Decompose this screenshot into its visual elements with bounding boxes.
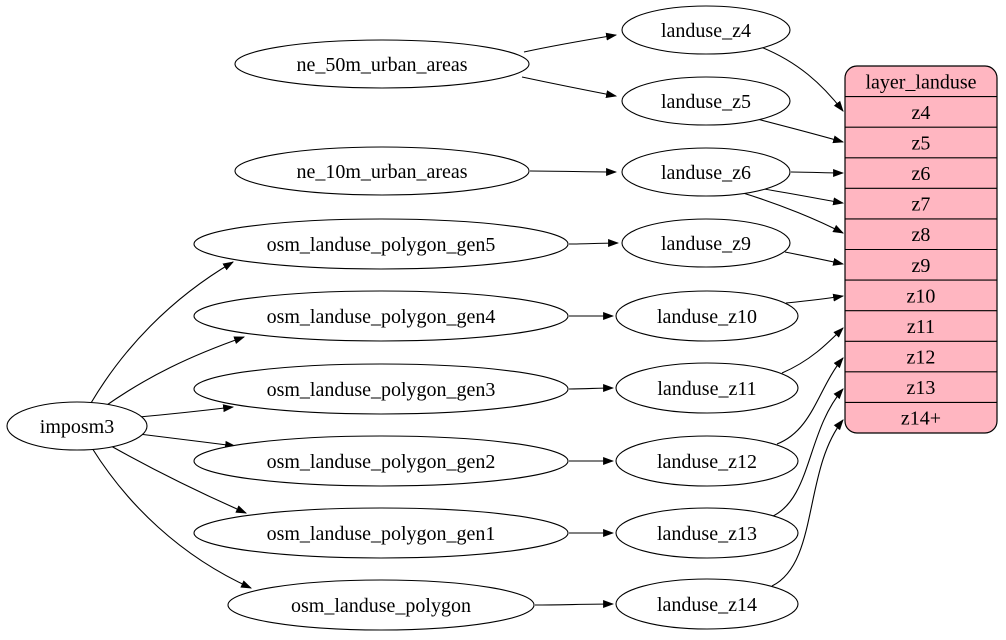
node-osm_landuse_polygon: osm_landuse_polygon — [227, 579, 535, 631]
node-landuse_z14-label: landuse_z14 — [657, 594, 757, 616]
node-landuse_z9-shape — [621, 218, 791, 268]
edge-imposm3-osm_landuse_polygon — [91, 447, 253, 589]
node-landuse_z9: landuse_z9 — [621, 218, 791, 268]
node-landuse_z4-shape — [621, 5, 791, 55]
node-landuse_z4: landuse_z4 — [621, 5, 791, 55]
table-layer_landuse: layer_landuse z4 z5 z6 z7 z8 z9 z10 z11 … — [844, 65, 998, 434]
edges-layer — [90, 32, 845, 608]
edge-landuse_z10-row_z10 — [785, 293, 845, 304]
node-landuse_z11: landuse_z11 — [615, 362, 799, 414]
node-osm_landuse_polygon-label: osm_landuse_polygon — [291, 595, 471, 617]
edge-osm_landuse_polygon_gen5-landuse_z9 — [568, 239, 620, 247]
node-landuse_z13-label: landuse_z13 — [657, 523, 757, 545]
node-landuse_z10: landuse_z10 — [615, 290, 799, 342]
node-osm_landuse_polygon_gen5-label: osm_landuse_polygon_gen5 — [267, 234, 496, 256]
edge-ne_50m_urban_areas-landuse_z4 — [523, 32, 618, 53]
edge-imposm3-osm_landuse_polygon_gen4 — [103, 336, 246, 408]
node-landuse_z12: landuse_z12 — [615, 435, 799, 487]
table-row-z7: z7 — [912, 194, 931, 216]
table-row-z13: z13 — [907, 377, 936, 399]
node-osm_landuse_polygon_gen1: osm_landuse_polygon_gen1 — [193, 507, 569, 559]
edge-landuse_z6-row_z6 — [790, 169, 845, 177]
node-osm_landuse_polygon_gen5-shape — [193, 218, 569, 270]
node-osm_landuse_polygon_gen1-shape — [193, 507, 569, 559]
node-osm_landuse_polygon_gen4-shape — [193, 290, 569, 342]
table-row-z6: z6 — [912, 163, 931, 185]
edge-osm_landuse_polygon-landuse_z14 — [534, 600, 615, 608]
edge-landuse_z13-row_z13 — [770, 388, 844, 518]
edge-imposm3-osm_landuse_polygon_gen3 — [138, 404, 235, 418]
table-row-z8: z8 — [912, 224, 931, 246]
table-header-label: layer_landuse — [865, 71, 976, 93]
node-landuse_z10-label: landuse_z10 — [657, 306, 757, 328]
table-row-z9: z9 — [912, 255, 931, 277]
edge-imposm3-osm_landuse_polygon_gen5 — [90, 261, 234, 404]
node-landuse_z13: landuse_z13 — [615, 507, 799, 559]
table-row-z4: z4 — [912, 102, 931, 124]
node-imposm3: imposm3 — [6, 401, 148, 451]
node-landuse_z12-label: landuse_z12 — [657, 451, 757, 473]
table-row-z10: z10 — [907, 285, 936, 307]
edge-ne_50m_urban_areas-landuse_z5 — [521, 76, 618, 99]
node-landuse_z6-shape — [621, 147, 791, 197]
node-ne_50m_urban_areas-label: ne_50m_urban_areas — [296, 54, 467, 76]
edge-landuse_z6-row_z8 — [742, 192, 844, 234]
node-osm_landuse_polygon_gen4-label: osm_landuse_polygon_gen4 — [267, 306, 496, 328]
node-landuse_z5-label: landuse_z5 — [661, 91, 751, 113]
node-ne_10m_urban_areas-shape — [234, 146, 530, 196]
node-landuse_z14-shape — [615, 578, 799, 630]
table-row-z11: z11 — [907, 316, 935, 338]
edge-osm_landuse_polygon_gen3-landuse_z11 — [568, 384, 615, 392]
edge-imposm3-osm_landuse_polygon_gen2 — [138, 433, 237, 449]
node-osm_landuse_polygon_gen2-label: osm_landuse_polygon_gen2 — [267, 451, 496, 473]
node-landuse_z5-shape — [621, 76, 791, 126]
node-osm_landuse_polygon_gen1-label: osm_landuse_polygon_gen1 — [267, 523, 496, 545]
node-osm_landuse_polygon_gen3-shape — [193, 363, 569, 415]
node-landuse_z11-shape — [615, 362, 799, 414]
node-landuse_z14: landuse_z14 — [615, 578, 799, 630]
node-landuse_z6: landuse_z6 — [621, 147, 791, 197]
node-osm_landuse_polygon-shape — [227, 579, 535, 631]
node-osm_landuse_polygon_gen2-shape — [193, 435, 569, 487]
node-landuse_z9-label: landuse_z9 — [661, 233, 751, 255]
node-imposm3-label: imposm3 — [40, 416, 114, 438]
edge-landuse_z12-row_z12 — [776, 357, 844, 445]
edge-landuse_z6-row_z7 — [763, 188, 845, 206]
edge-landuse_z14-row_z14plus — [771, 419, 844, 587]
node-landuse_z6-label: landuse_z6 — [661, 162, 751, 184]
node-landuse_z13-shape — [615, 507, 799, 559]
node-ne_10m_urban_areas-label: ne_10m_urban_areas — [296, 161, 467, 183]
edge-imposm3-osm_landuse_polygon_gen1 — [110, 445, 248, 514]
table-row-z12: z12 — [907, 347, 936, 369]
node-osm_landuse_polygon_gen4: osm_landuse_polygon_gen4 — [193, 290, 569, 342]
node-landuse_z4-label: landuse_z4 — [661, 20, 751, 42]
table-row-z14plus: z14+ — [901, 408, 941, 430]
node-landuse_z10-shape — [615, 290, 799, 342]
table-row-z5: z5 — [912, 133, 931, 155]
node-osm_landuse_polygon_gen3-label: osm_landuse_polygon_gen3 — [267, 379, 496, 401]
node-osm_landuse_polygon_gen5: osm_landuse_polygon_gen5 — [193, 218, 569, 270]
node-landuse_z12-shape — [615, 435, 799, 487]
node-imposm3-shape — [6, 401, 148, 451]
node-ne_50m_urban_areas-shape — [234, 39, 530, 89]
edge-landuse_z4-row_z4 — [760, 46, 844, 112]
node-ne_50m_urban_areas: ne_50m_urban_areas — [234, 39, 530, 89]
node-ne_10m_urban_areas: ne_10m_urban_areas — [234, 146, 530, 196]
node-landuse_z11-label: landuse_z11 — [657, 378, 756, 400]
node-osm_landuse_polygon_gen3: osm_landuse_polygon_gen3 — [193, 363, 569, 415]
node-landuse_z5: landuse_z5 — [621, 76, 791, 126]
edge-landuse_z9-row_z9 — [784, 251, 845, 266]
edge-landuse_z5-row_z5 — [756, 118, 845, 144]
edge-landuse_z11-row_z11 — [781, 327, 844, 374]
edge-ne_10m_urban_areas-landuse_z6 — [529, 168, 618, 176]
node-osm_landuse_polygon_gen2: osm_landuse_polygon_gen2 — [193, 435, 569, 487]
